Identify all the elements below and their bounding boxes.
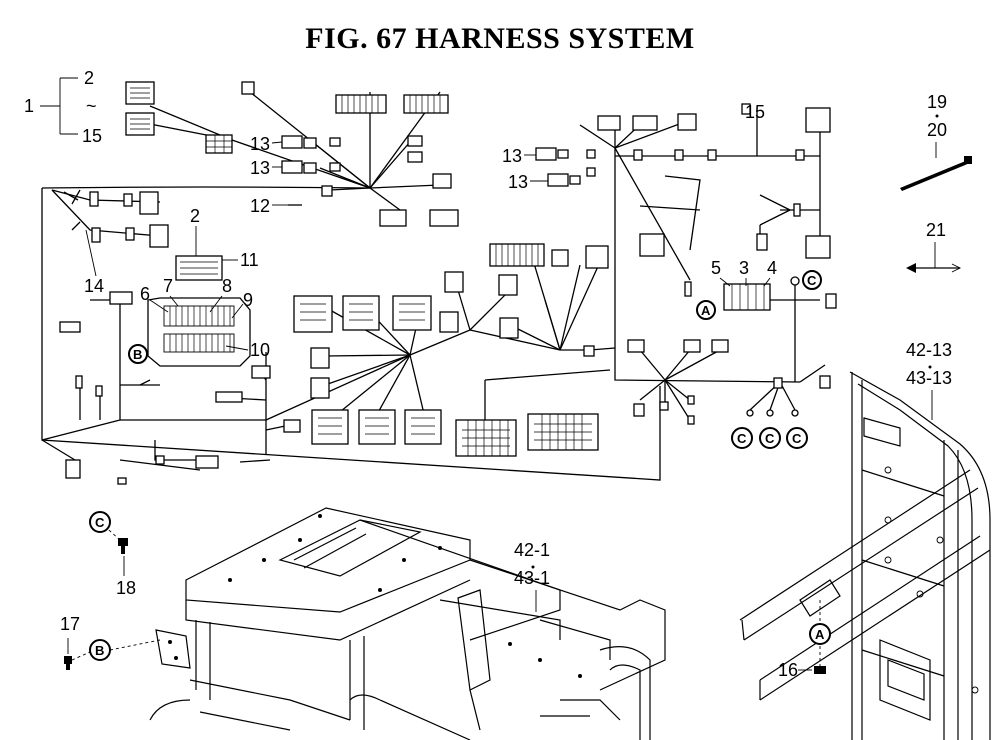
callout-43-1: 43-1: [514, 568, 550, 588]
callout-16: 16: [778, 660, 798, 680]
frame-assembly-right: [739, 371, 991, 740]
callout-42-1: 42-1: [514, 540, 550, 560]
marker-b-wiring: B: [128, 344, 148, 364]
callout-13-a: 13: [250, 134, 270, 154]
marker-c-3: C: [786, 427, 808, 449]
callout-18: 18: [116, 578, 136, 598]
connectors: [59, 81, 837, 485]
callout-1: 1: [24, 96, 34, 116]
callout-11: 11: [240, 250, 259, 270]
svg-text:A: A: [701, 303, 711, 318]
callout-13-b: 13: [250, 158, 270, 178]
wiring-callouts: 13 13 12 14 2 11 7 6 8 9 10 13 13: [84, 102, 777, 360]
marker-c-2: C: [759, 427, 781, 449]
marker-a-wiring: A: [696, 300, 716, 320]
svg-text:C: C: [807, 273, 817, 288]
cable-tie-part: 19 20: [900, 92, 972, 191]
callout-15-b: 15: [745, 102, 765, 122]
marker-a-frame: A: [809, 623, 831, 645]
marker-c-1: C: [731, 427, 753, 449]
marker-c-top: C: [802, 270, 822, 290]
frame-assembly-lower: [149, 507, 666, 740]
figure-title: FIG. 67 HARNESS SYSTEM: [305, 22, 695, 55]
callout-2-b: 2: [190, 206, 200, 226]
callout-7: 7: [163, 276, 173, 296]
callout-12: 12: [250, 196, 270, 216]
callout-1-bracket: [40, 77, 78, 135]
callout-9: 9: [243, 290, 253, 310]
callout-43-13: 43-13: [906, 368, 952, 388]
callout-20: 20: [927, 120, 947, 140]
callout-17: 17: [60, 614, 80, 634]
clip-part: 21: [906, 220, 962, 273]
nut-16: [814, 666, 826, 674]
callout-42-13: 42-13: [906, 340, 952, 360]
svg-text:A: A: [815, 627, 825, 642]
svg-text:C: C: [95, 515, 105, 530]
bolt-18: [99, 521, 128, 554]
svg-text:B: B: [133, 347, 142, 362]
callout-6: 6: [140, 284, 150, 304]
callout-3: 3: [739, 258, 749, 278]
svg-text:C: C: [792, 431, 802, 446]
callout-tilde: ~: [86, 96, 97, 116]
callout-19: 19: [927, 92, 947, 112]
callout-5: 5: [711, 258, 721, 278]
callout-21: 21: [926, 220, 946, 240]
callout-4: 4: [767, 258, 777, 278]
marker-c-bolt: C: [89, 511, 111, 533]
callout-2: 2: [84, 68, 94, 88]
callout-13-d: 13: [508, 172, 528, 192]
callout-14: 14: [84, 276, 104, 296]
callout-10: 10: [250, 340, 270, 360]
callout-13-c: 13: [502, 146, 522, 166]
callout-15: 15: [82, 126, 102, 146]
svg-text:B: B: [95, 643, 104, 658]
svg-text:C: C: [737, 431, 747, 446]
bolt-17: [64, 651, 91, 670]
svg-text:C: C: [765, 431, 775, 446]
callout-8: 8: [222, 276, 232, 296]
marker-b-bolt: B: [89, 639, 111, 661]
